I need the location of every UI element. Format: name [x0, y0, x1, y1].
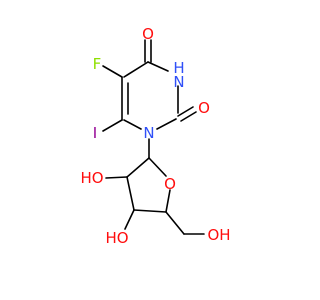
- background: [0, 0, 300, 300]
- bond-c4-c5: [123, 61, 149, 78]
- bond-c1p-c2p: [126, 157, 150, 178]
- atom-labels: O H N O N F I O HO HO OH: [80, 25, 230, 247]
- bonds: [102, 39, 205, 235]
- bond-n1-c6: [123, 119, 142, 130]
- atom-n1: N: [143, 124, 154, 142]
- bond-c3p-oh: [124, 209, 135, 230]
- bond-c2-n1: [156, 118, 177, 130]
- atom-i: I: [93, 124, 97, 142]
- atom-o-ring: O: [164, 175, 176, 193]
- bond-c2-o-b: [180, 111, 197, 122]
- atom-ho-c3prime: HO: [105, 229, 128, 247]
- atom-f: F: [93, 55, 102, 73]
- bond-c4p-c5p: [165, 211, 185, 235]
- atom-ho-c2prime: HO: [80, 169, 103, 187]
- bond-c3p-c4p: [133, 209, 167, 213]
- bond-c4p-o: [165, 189, 171, 213]
- molecule-structure: O H N O N F I O HO HO OH: [0, 0, 300, 300]
- atom-h-n3: H: [173, 59, 184, 77]
- atom-o-carbonyl-right: O: [198, 99, 210, 117]
- atom-o-carbonyl-top: O: [142, 25, 154, 43]
- bond-c6-i: [102, 119, 123, 132]
- bond-c5-f: [102, 65, 123, 78]
- bond-o-c1p: [148, 157, 167, 177]
- bond-c4-n3: [147, 61, 169, 72]
- bond-c2-o-a: [177, 106, 194, 117]
- atom-n3: N: [173, 73, 184, 91]
- bond-c2p-oh: [105, 176, 128, 179]
- atom-oh-c5prime: OH: [207, 226, 230, 244]
- bond-c2p-c3p: [126, 176, 135, 211]
